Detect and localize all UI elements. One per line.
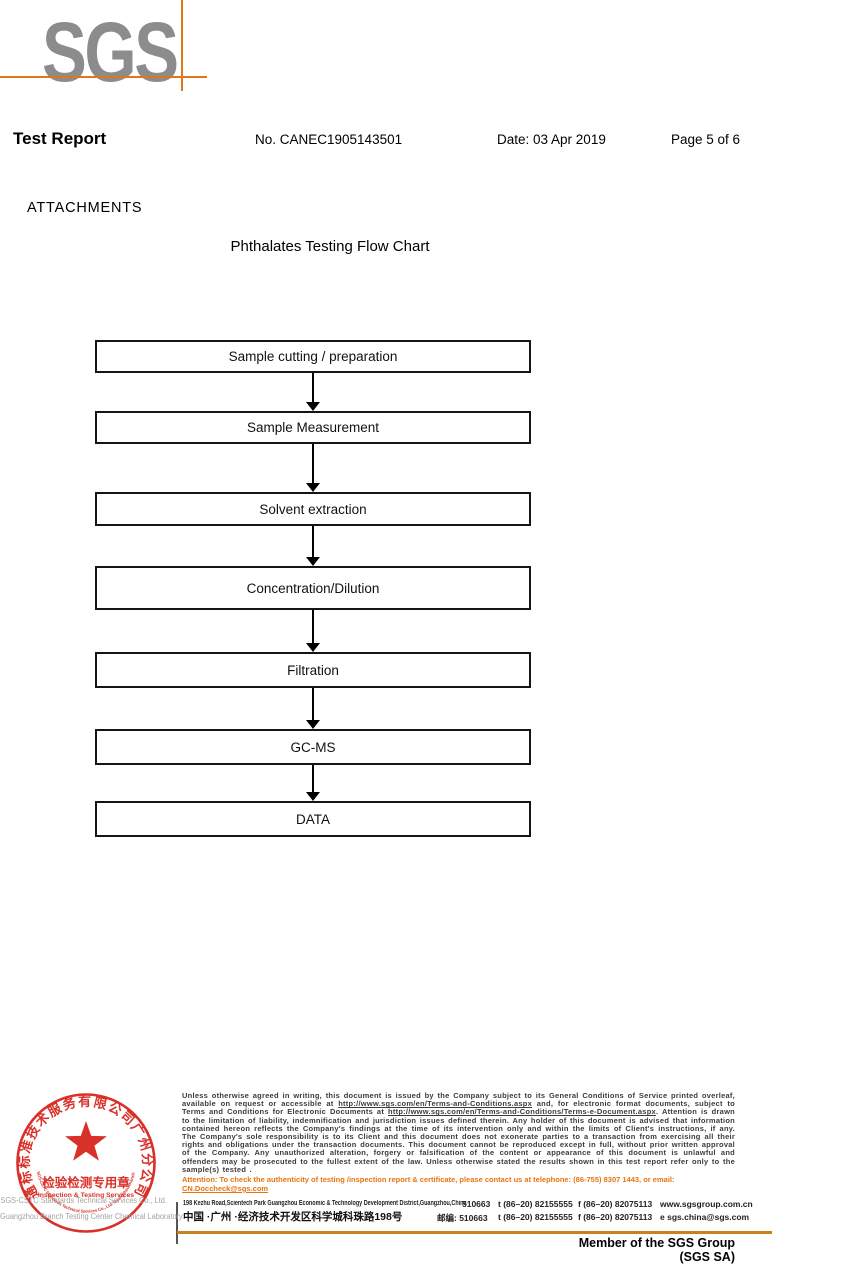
flowchart-title: Phthalates Testing Flow Chart bbox=[230, 238, 430, 255]
logo-crosshair-vertical-line bbox=[181, 0, 183, 91]
inspection-seal-stamp: 通标标准技术服务有限公司广州分公司 SGS-CSTC Standards Tec… bbox=[14, 1086, 160, 1238]
sgs-member-line: Member of the SGS Group (SGS SA) bbox=[578, 1236, 735, 1264]
page-indicator: Page 5 of 6 bbox=[671, 132, 741, 147]
red-seal-icon: 通标标准技术服务有限公司广州分公司 SGS-CSTC Standards Tec… bbox=[16, 1093, 156, 1233]
arrow-down-icon bbox=[306, 610, 320, 652]
arrow-down-icon bbox=[306, 526, 320, 566]
address-english: 198 Kezhu Road,Scientech Park Guangzhou … bbox=[183, 1200, 467, 1207]
fax-number: f (86–20) 82075113 bbox=[578, 1199, 653, 1209]
legal-disclaimer-text: Unless otherwise agreed in writing, this… bbox=[182, 1091, 735, 1174]
website-url[interactable]: www.sgsgroup.com.cn bbox=[660, 1199, 753, 1209]
attachments-heading: ATTACHMENTS bbox=[27, 200, 143, 216]
arrow-down-icon bbox=[306, 765, 320, 801]
attention-notice-text: Attention: To check the authenticity of … bbox=[182, 1175, 675, 1193]
arrow-down-icon bbox=[306, 688, 320, 729]
telephone-number: t (86–20) 82155555 bbox=[498, 1212, 573, 1222]
email-address[interactable]: e sgs.china@sgs.com bbox=[660, 1212, 750, 1222]
postal-code-english-row: 510663 bbox=[462, 1199, 491, 1209]
fax-number: f (86–20) 82075113 bbox=[578, 1212, 653, 1222]
footer-crop-mark bbox=[176, 1202, 178, 1244]
page-title: Test Report bbox=[13, 129, 107, 148]
logo-crosshair-horizontal-line bbox=[0, 76, 207, 78]
flow-step-box: Sample cutting / preparation bbox=[95, 340, 531, 373]
lab-company-name: SGS-CSTC Standards Technical Services Co… bbox=[0, 1196, 167, 1205]
flow-step-box: Solvent extraction bbox=[95, 492, 531, 526]
stamp-seal-english-label: Inspection & Testing Services bbox=[38, 1192, 134, 1199]
arrow-down-icon bbox=[306, 444, 320, 492]
report-number: No. CANEC1905143501 bbox=[255, 132, 403, 147]
flow-step-box: GC-MS bbox=[95, 729, 531, 765]
flow-step-box: Sample Measurement bbox=[95, 411, 531, 444]
star-icon bbox=[65, 1121, 107, 1161]
report-date: Date: 03 Apr 2019 bbox=[497, 132, 606, 147]
stamp-seal-chinese-label: 检验检测专用章 bbox=[42, 1175, 130, 1190]
arrow-down-icon bbox=[306, 373, 320, 411]
lab-branch-name: Guangzhou Branch Testing Center Chemical… bbox=[0, 1212, 185, 1221]
address-chinese: 中国 ·广州 ·经济技术开发区科学城科珠路198号 bbox=[183, 1211, 403, 1223]
flow-step-box: Filtration bbox=[95, 652, 531, 688]
flow-step-box: Concentration/Dilution bbox=[95, 566, 531, 610]
postal-code-chinese-row: 邮编: 510663 bbox=[437, 1213, 488, 1223]
telephone-number: t (86–20) 82155555 bbox=[498, 1199, 573, 1209]
footer-orange-rule bbox=[177, 1231, 772, 1234]
flow-step-box: DATA bbox=[95, 801, 531, 837]
sgs-logo: SGS bbox=[42, 5, 179, 99]
